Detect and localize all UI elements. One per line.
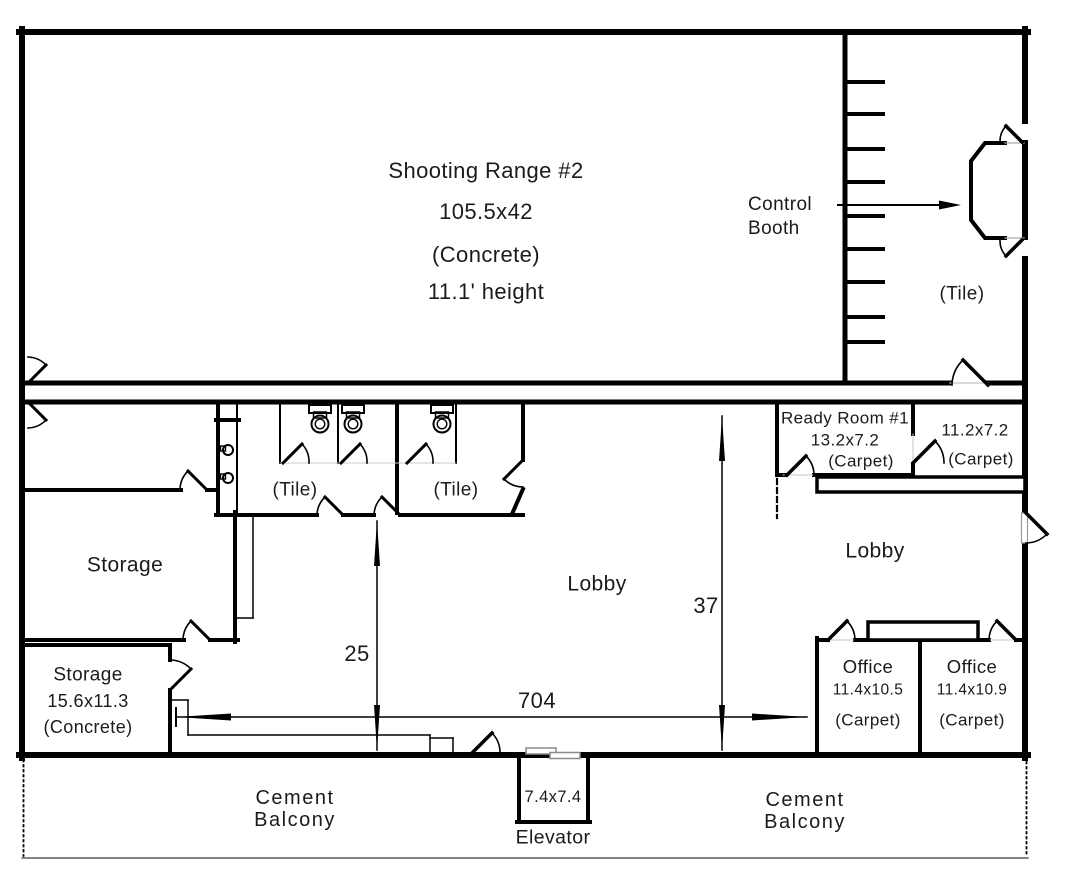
office-left-material-label: (Carpet) [835,710,901,730]
east-exterior-door [1020,510,1050,544]
corridor-west-doors [25,356,49,429]
office-left-dims-label: 11.4x10.5 [832,681,904,699]
dim-37-label: 37 [693,592,719,618]
storage-small-name-label: Storage [53,664,123,686]
stall-doors [280,441,434,466]
storage-small-material-label: (Concrete) [43,717,133,738]
left-room-offsets [235,513,254,619]
corridor-tile-door [949,357,991,388]
office-right-name-label: Office [946,655,998,677]
office-right-dims-label: 11.4x10.9 [936,681,1008,699]
range-height-label: 11.1' height [427,278,545,304]
control-booth-line2: Booth [748,218,800,239]
control-booth-label: Control Booth [748,193,812,241]
lane-wall [842,29,885,386]
balcony-right-label: Cement Balcony [764,789,846,833]
dimension-704 [175,707,808,727]
restroom-right-label: (Tile) [433,479,479,501]
office-doors [825,618,1019,643]
upper-tile-label: (Tile) [939,283,985,305]
balcony-left-line1: Cement [255,787,335,809]
side-room-material-label: (Carpet) [948,449,1014,469]
dim-25-label: 25 [344,640,370,666]
vestibule-lines [169,699,454,754]
ready-room-name-label: Ready Room #1 [780,408,910,428]
ready-room-doors [782,433,945,478]
balcony-right-line1: Cement [765,789,845,811]
lobby-right-label: Lobby [845,539,905,563]
lane-baffle-ticks [843,80,885,344]
restroom-entry-doors [316,457,526,518]
control-booth-bay [969,123,1025,259]
storage-main-label: Storage [86,553,164,577]
dim-704-label: 704 [518,687,556,713]
range-name-label: Shooting Range #2 [388,157,584,183]
range-dims-label: 105.5x42 [439,198,533,224]
restroom-left-label: (Tile) [272,479,318,501]
ready-room-material-label: (Carpet) [828,451,894,471]
lobby-center-label: Lobby [567,572,627,596]
door-hardware-icon [219,444,234,484]
ready-room-walls [775,402,915,477]
toilet-icon [341,404,365,434]
elevator-dims-label: 7.4x7.4 [524,787,582,806]
ready-room-lower-wall [815,475,1027,494]
booth-door-bottom [999,237,1025,259]
office-right-material-label: (Carpet) [939,710,1005,730]
control-booth-arrow [837,200,961,210]
balcony-boundaries [21,756,1029,859]
dimension-37 [719,415,725,751]
booth-door-top [999,123,1025,145]
left-room-doors [167,468,213,693]
range-material-label: (Concrete) [432,241,540,267]
dimension-25 [374,520,380,751]
elevator-name-label: Elevator [515,826,591,849]
office-left-name-label: Office [842,655,894,677]
toilet-icon [430,404,454,434]
balcony-left-line2: Balcony [254,809,336,831]
ready-room-dims-label: 13.2x7.2 [810,430,880,450]
elevator-door-panels [525,747,581,760]
control-booth-line1: Control [748,194,813,215]
balcony-right-line2: Balcony [764,811,846,833]
office-closet [866,620,980,642]
toilet-icon [308,404,332,434]
corridor-walls [22,380,1028,405]
lobby-south-door [469,730,501,756]
elevator-shaft [515,753,592,824]
balcony-left-label: Cement Balcony [254,787,336,831]
storage-small-dims-label: 15.6x11.3 [47,691,129,712]
left-rooms-walls [20,488,240,757]
side-room-dims-label: 11.2x7.2 [941,420,1009,440]
outer-walls [16,26,1031,761]
toilet-icons [308,404,454,434]
restroom-block [214,400,526,517]
